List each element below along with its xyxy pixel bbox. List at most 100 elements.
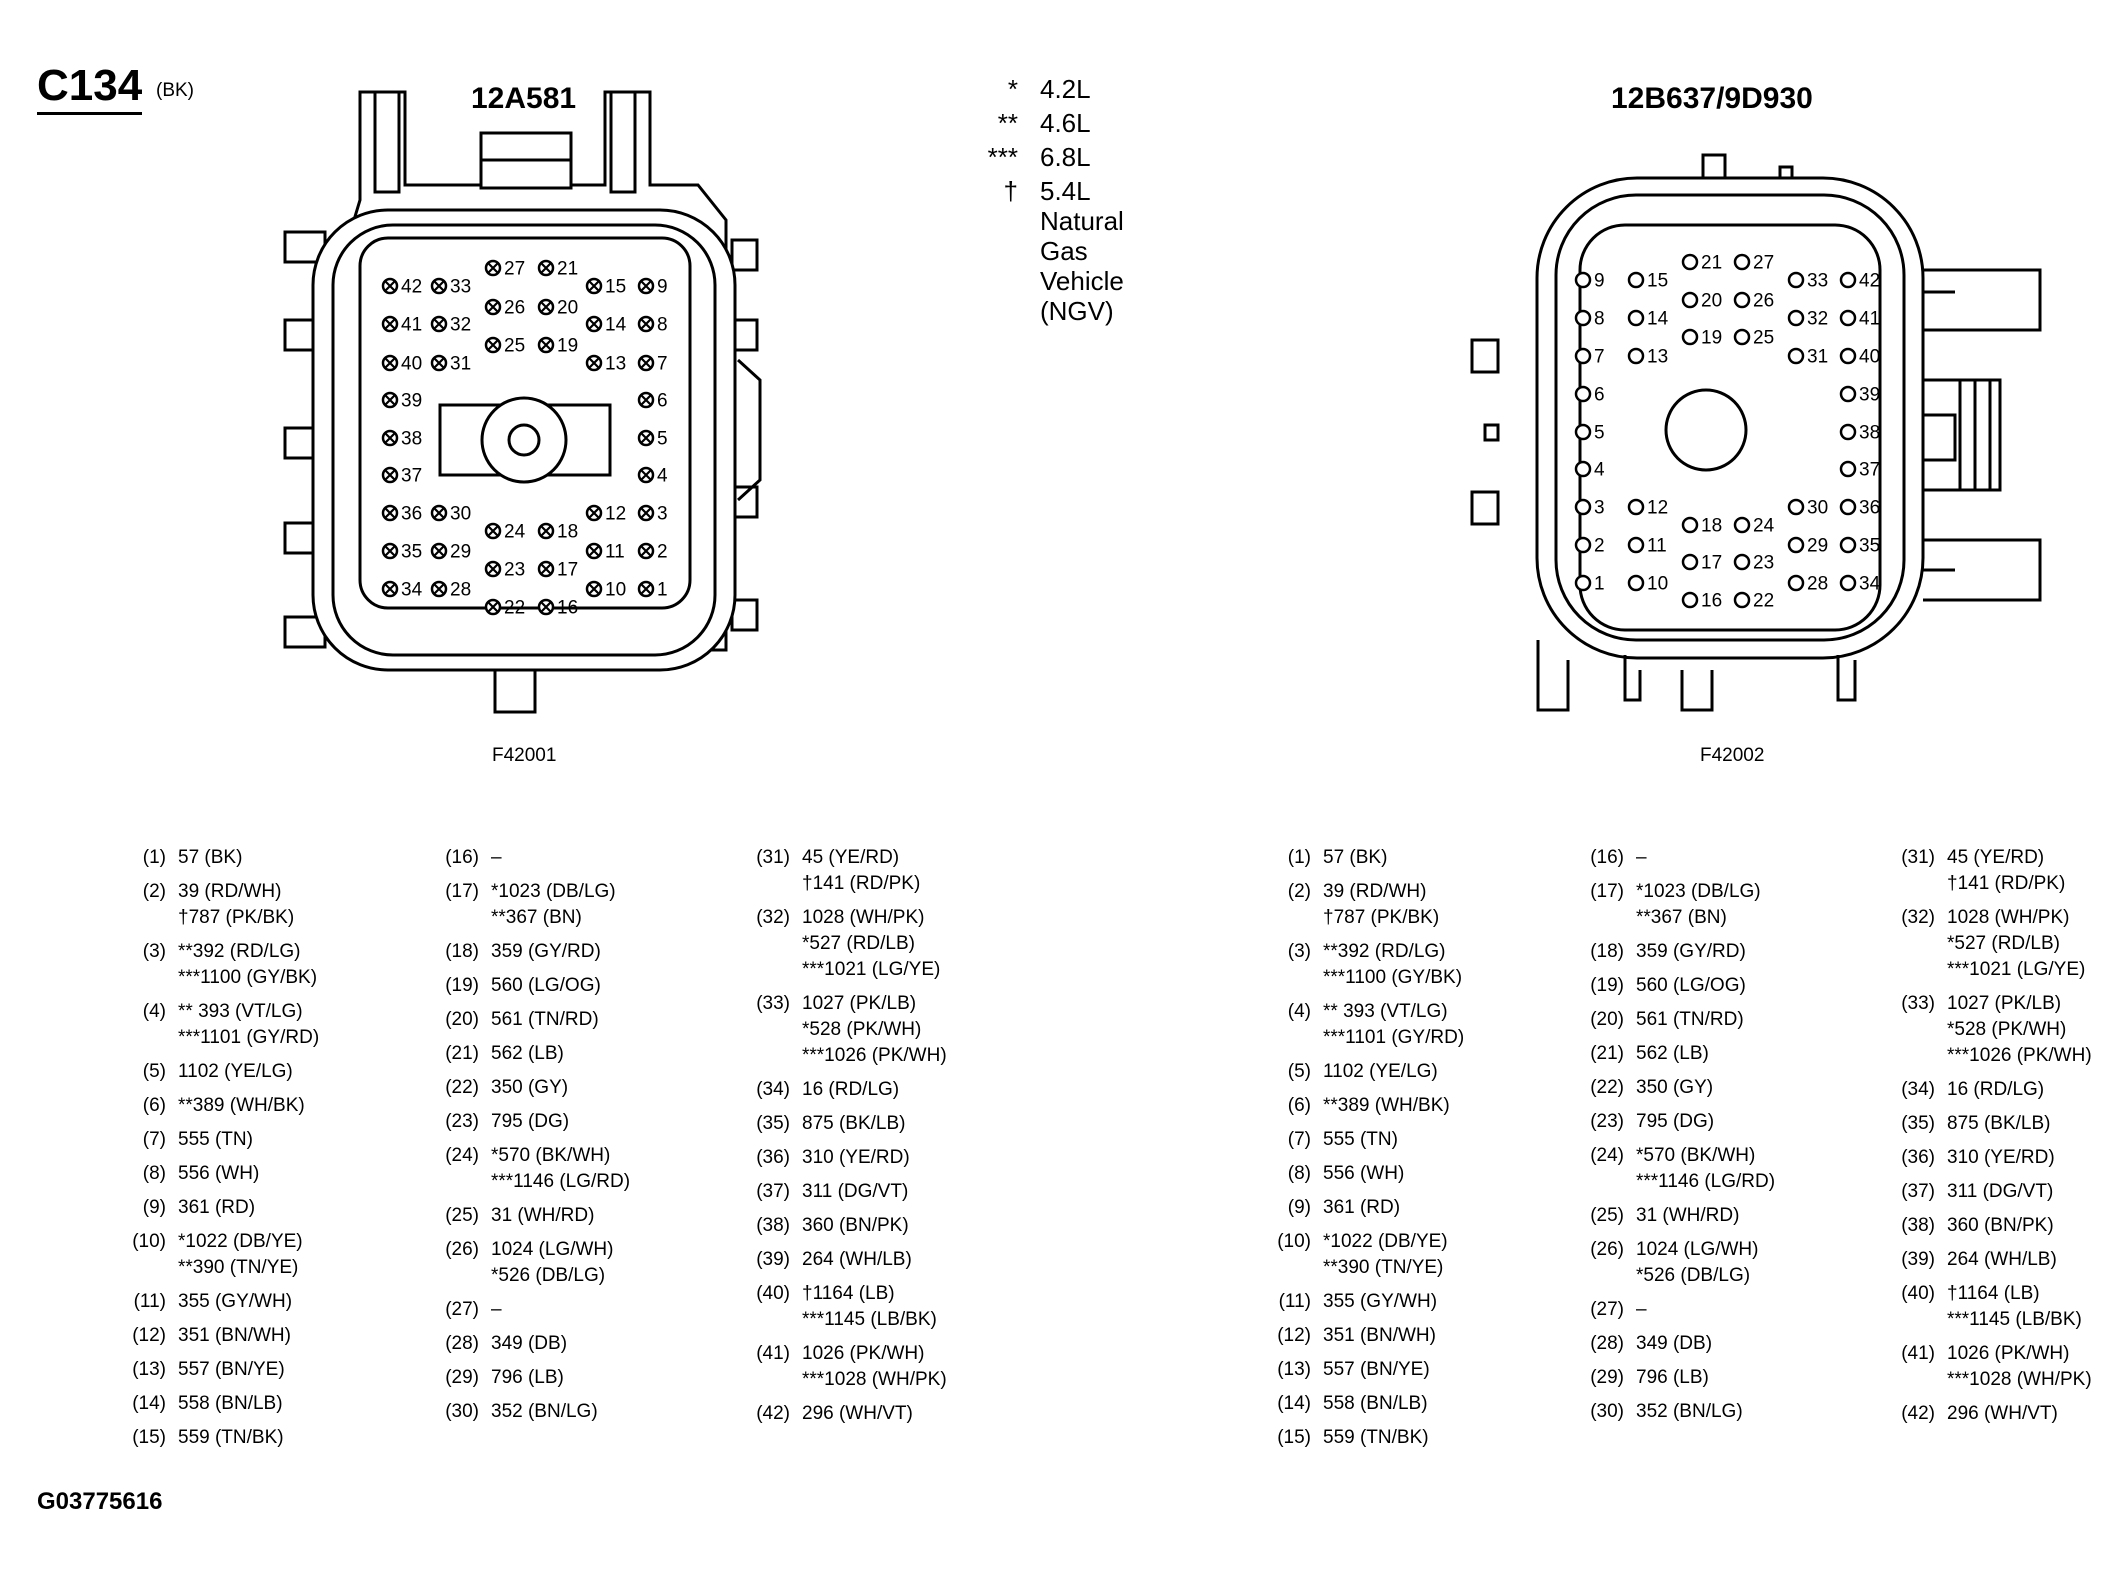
pin-cavity-35 [1839,536,1857,554]
pin-label: 16 [557,598,578,619]
pin-cavity-22 [1733,591,1751,609]
pin-number: (29) [445,1367,479,1388]
pin-number: (5) [142,1061,166,1082]
pin-row: (12)351 (BN/WH) [1277,1323,1464,1349]
pin-row: (24)*570 (BK/WH)***1146 (LG/RD) [445,1143,630,1195]
pin-label: 31 [450,354,471,375]
circuit-entry: 360 (BN/PK) [802,1215,909,1236]
circuit-entry: 349 (DB) [1636,1333,1713,1354]
pin-number: (23) [1590,1111,1624,1132]
pin-cavity-39 [1839,385,1857,403]
pin-cavity-cross [384,583,396,595]
pin-number: (3) [142,941,166,962]
pin-row: (11)355 (GY/WH) [134,1289,319,1315]
pin-row: (36)310 (YE/RD) [756,1145,947,1171]
pin-label: 14 [1647,309,1669,330]
pin-number: (38) [1901,1215,1935,1236]
pin-number: (31) [1901,847,1935,868]
pin-cavity-cross [487,601,499,613]
circuit-entry: 350 (GY) [1636,1077,1714,1098]
pin-label: 4 [657,466,668,487]
circuit-entry: 355 (GY/WH) [1323,1291,1438,1312]
pin-label: 19 [557,336,578,357]
pin-number: (2) [142,881,166,902]
circuit-entry: ***1101 (GY/RD) [178,1027,320,1048]
pin-row: (26)1024 (LG/WH)*526 (DB/LG) [445,1237,630,1289]
pin-label: 17 [557,560,578,581]
circuit-entry: 361 (RD) [1323,1197,1401,1218]
pin-row: (15)559 (TN/BK) [1277,1425,1464,1451]
pin-label: 13 [1647,347,1668,368]
pin-label: 35 [401,542,422,563]
pin-number: (4) [142,1001,166,1022]
pin-cavity-23 [1733,553,1751,571]
pin-label: 1 [1594,574,1605,595]
circuit-entry: ***1028 (WH/PK) [802,1369,947,1390]
pin-number: (40) [756,1283,790,1304]
connector-id-title: C134 [37,62,143,115]
pin-label: 20 [1701,291,1722,312]
pin-row: (18)359 (GY/RD) [1590,939,1775,965]
pin-row: (40)†1164 (LB)***1145 (LB/BK) [1901,1281,2092,1333]
pin-table-1-column-3: (31)45 (YE/RD)†141 (RD/PK)(32)1028 (WH/P… [756,845,947,1435]
connector-1-figure-id: F42001 [492,745,557,766]
pin-row: (30)352 (BN/LG) [445,1399,630,1425]
pin-row: (35) 875 (BK/LB) [756,1111,947,1137]
pin-number: (11) [133,1291,166,1312]
pin-label: 40 [1859,347,1880,368]
legend-text: 5.4L Natural Gas Vehicle (NGV) [1040,176,1124,326]
pin-row: (42)296 (WH/VT) [756,1401,947,1427]
pin-number: (26) [445,1239,479,1260]
pin-table-2-column-3: (31)45 (YE/RD)†141 (RD/PK)(32)1028 (WH/P… [1901,845,2092,1435]
pin-label: 24 [504,522,526,543]
pin-label: 21 [557,259,578,280]
circuit-entry: 264 (WH/LB) [802,1249,912,1270]
pin-number: (20) [1590,1009,1624,1030]
pin-row: (27)– [445,1297,630,1323]
pin-number: (35) [756,1113,790,1134]
circuit-entry: ***1026 (PK/WH) [1947,1045,2092,1066]
pin-number: (22) [445,1077,479,1098]
pin-cavity-cross [433,280,445,292]
pin-cavity-1 [1574,574,1592,592]
circuit-entry: 558 (BN/LB) [178,1393,283,1414]
circuit-entry: 559 (TN/BK) [178,1427,284,1448]
circuit-entry: **389 (WH/BK) [1323,1095,1450,1116]
pin-row: (16)– [445,845,630,871]
circuit-entry: 311 (DG/VT) [802,1181,909,1202]
pin-number: (30) [1590,1401,1624,1422]
pin-row: (8)556 (WH) [143,1161,319,1187]
pin-row: (40)†1164 (LB)***1145 (LB/BK) [756,1281,947,1333]
pin-row: (19)560 (LG/OG) [445,973,630,999]
pin-cavity-11 [1627,536,1645,554]
pin-row: (20)561 (TN/RD) [1590,1007,1775,1033]
pin-row: (4)** 393 (VT/LG)***1101 (GY/RD) [143,999,320,1051]
pin-number: (39) [1901,1249,1935,1270]
pin-row: (25)31 (WH/RD) [445,1203,630,1229]
pin-cavity-cross [588,583,600,595]
pin-row: (25)31 (WH/RD) [1590,1203,1775,1229]
pin-label: 41 [1859,309,1880,330]
pin-row: (32)1028 (WH/PK)*527 (RD/LB)***1021 (LG/… [756,905,947,983]
pin-number: (35) [1901,1113,1935,1134]
circuit-entry: ***1026 (PK/WH) [802,1045,947,1066]
pin-label: 38 [1859,423,1880,444]
circuit-entry: †787 (PK/BK) [178,907,295,928]
pin-label: 36 [401,504,422,525]
legend-text: 4.6L [1040,108,1091,138]
pin-cavity-cross [487,262,499,274]
pin-number: (8) [142,1163,166,1184]
pin-label: 16 [1701,591,1722,612]
circuit-entry: 311 (DG/VT) [1947,1181,2054,1202]
circuit-entry: 875 (BK/LB) [802,1113,906,1134]
pin-number: (27) [1590,1299,1624,1320]
pin-label: 18 [557,522,578,543]
circuit-entry: 557 (BN/YE) [1323,1359,1430,1380]
pin-cavity-17 [1681,553,1699,571]
pin-label: 11 [605,542,625,563]
pin-row: (7)555 (TN) [1288,1127,1464,1153]
pin-number: (9) [1287,1197,1311,1218]
pin-label: 2 [1594,536,1605,557]
pin-cavity-4 [1574,460,1592,478]
